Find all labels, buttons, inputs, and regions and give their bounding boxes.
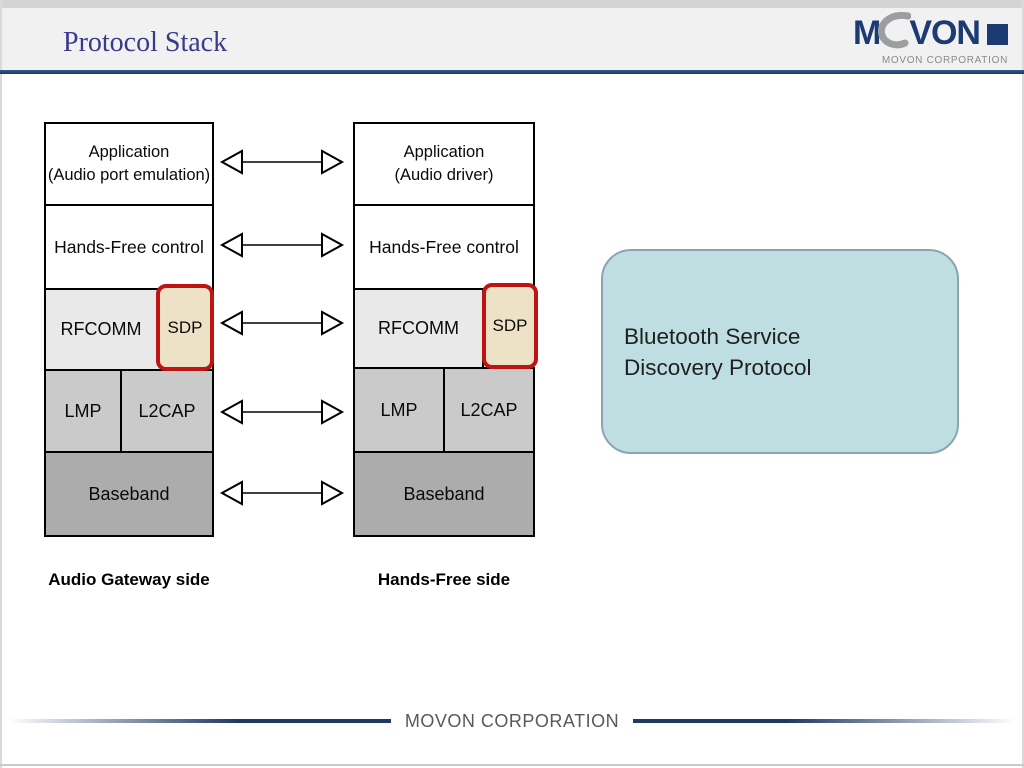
ag-baseband-label: Baseband <box>88 483 170 504</box>
sdp-callout-line1: Bluetooth Service <box>624 323 801 349</box>
hf-lmp-label: LMP <box>380 399 418 420</box>
hf-rfcomm-label: RFCOMM <box>378 318 459 338</box>
ag-rfcomm-label: RFCOMM <box>60 319 142 339</box>
hf-hands-free-control-layer: Hands-Free control <box>353 204 535 290</box>
slide-left-edge <box>0 0 2 768</box>
hf-l2cap-label: L2CAP <box>460 399 518 420</box>
movon-logo-wordmark: M VON <box>852 11 1008 54</box>
hf-baseband-label: Baseband <box>403 483 485 504</box>
hf-application-sublabel: (Audio driver) <box>394 166 494 184</box>
hf-sdp-highlight-box: SDP <box>482 283 538 369</box>
ag-hands-free-control-layer: Hands-Free control <box>44 204 214 290</box>
bidirectional-arrow-icon <box>219 480 345 506</box>
sdp-callout: Bluetooth Service Discovery Protocol <box>601 249 959 454</box>
hf-rfcomm-layer: RFCOMM <box>353 288 484 369</box>
hf-l2cap-layer: L2CAP <box>443 367 535 453</box>
header-divider <box>0 70 1024 74</box>
bidirectional-arrow-icon <box>219 399 345 425</box>
hf-hands-free-control-label: Hands-Free control <box>369 236 519 257</box>
hf-baseband-layer: Baseband <box>353 451 535 537</box>
sdp-callout-line2: Discovery Protocol <box>624 354 812 380</box>
bidirectional-arrow-icon <box>219 310 345 336</box>
ag-l2cap-layer: L2CAP <box>120 369 214 453</box>
footer-company-name: MOVON CORPORATION <box>404 711 620 731</box>
hands-free-caption: Hands-Free side <box>377 570 511 589</box>
logo-letter-m: M <box>852 14 881 52</box>
slide-top-edge <box>0 0 1024 8</box>
ag-sdp-highlight-box: SDP <box>156 284 214 371</box>
logo-subtitle: MOVON CORPORATION <box>881 55 1008 66</box>
bidirectional-arrow-icon <box>219 232 345 258</box>
logo-letters-von: VON <box>909 14 981 52</box>
hf-lmp-layer: LMP <box>353 367 445 453</box>
ag-application-label: Application <box>88 143 170 161</box>
ag-application-layer: Application (Audio port emulation) <box>44 122 214 206</box>
header-band <box>2 8 1022 70</box>
ag-sdp-label: SDP <box>167 317 203 337</box>
ag-lmp-layer: LMP <box>44 369 122 453</box>
hf-application-label: Application <box>403 143 485 161</box>
logo-square-icon <box>987 23 1008 45</box>
ag-baseband-layer: Baseband <box>44 451 214 537</box>
bidirectional-arrow-icon <box>219 149 345 175</box>
hf-sdp-label: SDP <box>492 316 528 335</box>
page-title: Protocol Stack <box>63 27 228 58</box>
ag-l2cap-label: L2CAP <box>138 400 196 421</box>
stack-link-arrows <box>219 149 345 506</box>
slide-bottom-edge <box>0 764 1024 766</box>
ag-hands-free-control-label: Hands-Free control <box>54 236 204 257</box>
audio-gateway-caption: Audio Gateway side <box>48 570 210 589</box>
slide-right-edge <box>1022 0 1024 768</box>
logo-swoosh-icon <box>878 11 912 54</box>
movon-logo: M VON MOVON CORPORATION <box>852 11 1008 66</box>
footer-rule-right <box>633 719 1016 723</box>
hf-application-layer: Application (Audio driver) <box>353 122 535 206</box>
footer-rule-left <box>8 719 391 723</box>
ag-application-sublabel: (Audio port emulation) <box>47 166 211 184</box>
ag-lmp-label: LMP <box>64 400 102 421</box>
